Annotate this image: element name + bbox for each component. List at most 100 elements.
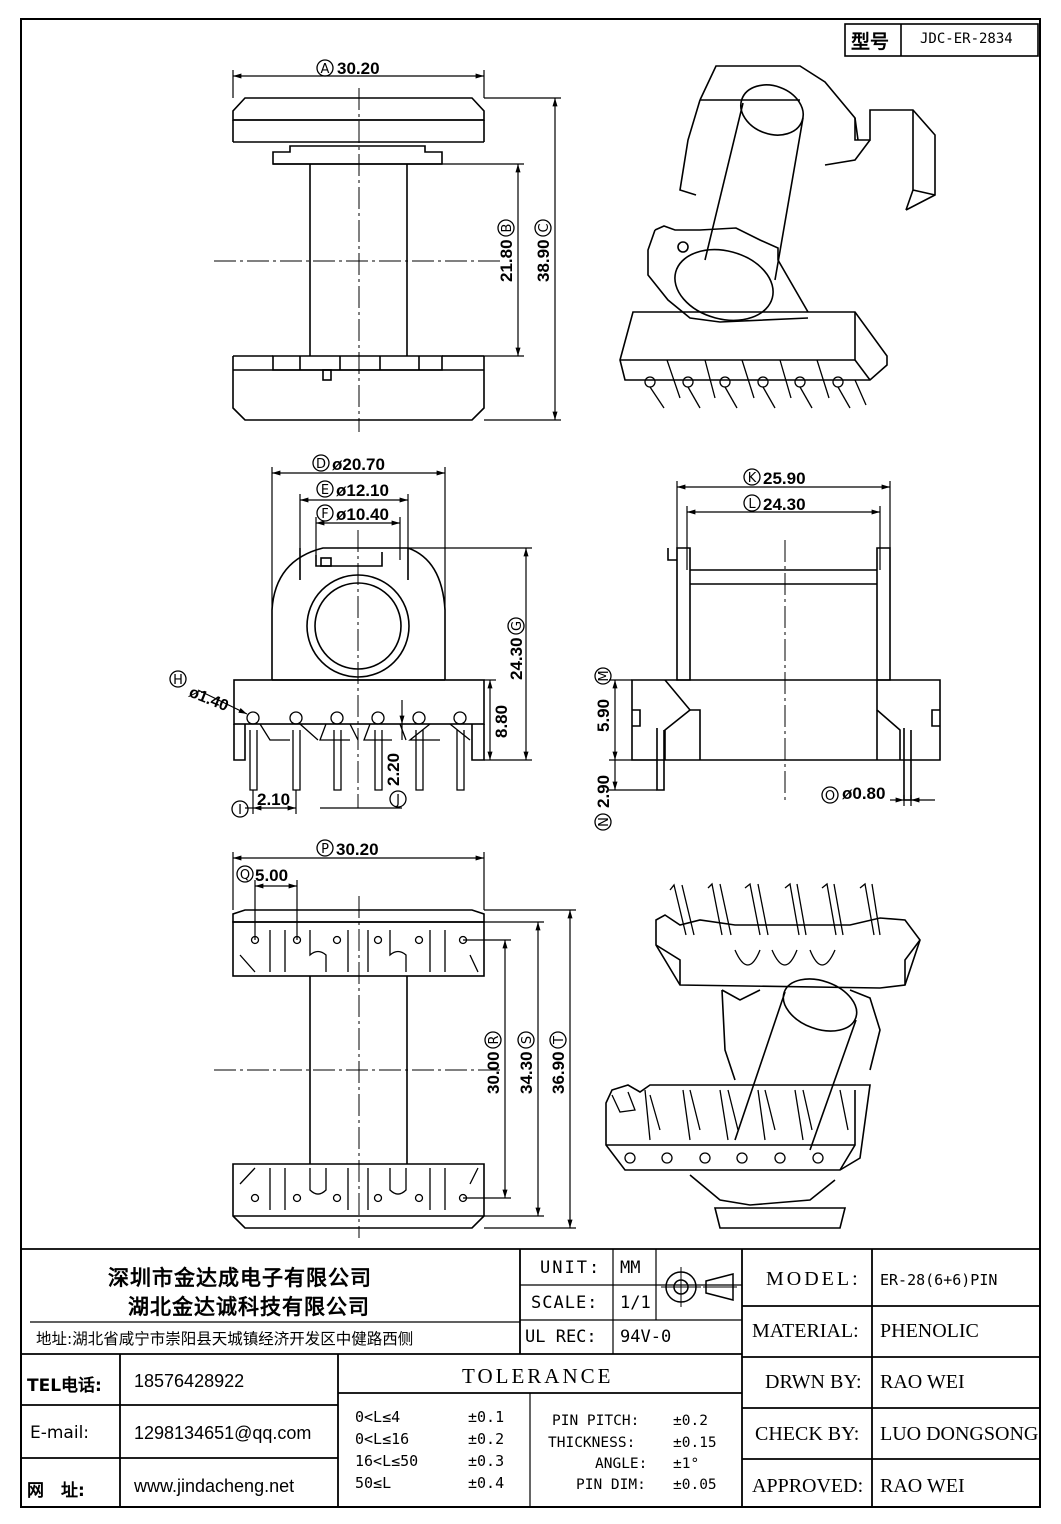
tol-value-2: ±0.2 — [468, 1430, 505, 1448]
top-view — [214, 88, 500, 432]
projection-symbol-icon — [661, 1267, 737, 1307]
ul-rec-label: UL REC: — [525, 1327, 597, 1347]
dims-front — [197, 467, 532, 814]
tol-range-2: 0<L≤16 — [355, 1430, 410, 1448]
check-by-value: LUO DONGSONG — [880, 1423, 1039, 1445]
dim-label-m: 5.90 M — [594, 667, 613, 732]
svg-text:D: D — [316, 457, 326, 472]
tol-range-1: 0<L≤4 — [355, 1408, 401, 1426]
dim-label-d: D ø20.70 — [312, 454, 385, 474]
dim-a — [232, 70, 485, 98]
dim-b-c — [442, 97, 561, 421]
company-name-1: 深圳市金达成电子有限公司 — [108, 1266, 372, 1290]
bottom-view — [214, 896, 500, 1238]
dim-label-n: 2.90 N — [594, 775, 613, 831]
svg-text:ø1.40: ø1.40 — [187, 684, 231, 715]
svg-text:34.30: 34.30 — [517, 1051, 536, 1094]
tel-label: TEL电话: — [27, 1376, 102, 1396]
approved-label: APPROVED: — [752, 1475, 864, 1497]
tol-range-3: 16<L≤50 — [355, 1452, 419, 1470]
dims-bottom — [232, 852, 576, 1229]
svg-text:K: K — [748, 471, 757, 486]
svg-text:21.80: 21.80 — [497, 239, 516, 282]
svg-text:ø20.70: ø20.70 — [332, 455, 385, 474]
tol-value-4: ±0.4 — [468, 1474, 505, 1492]
spec-value-1: ±0.2 — [673, 1413, 708, 1429]
dim-label-c: 38.90 C — [534, 219, 553, 282]
svg-text:J: J — [395, 793, 400, 808]
iso-view-bottom — [605, 882, 921, 1229]
material-value: PHENOLIC — [880, 1320, 979, 1342]
spec-name-3: ANGLE: — [595, 1456, 648, 1472]
dim-label-a: A 30.20 — [316, 59, 380, 78]
drawn-by-value: RAO WEI — [880, 1371, 965, 1393]
dim-label-r: 30.00 R — [484, 1031, 503, 1094]
svg-text:5.90: 5.90 — [594, 699, 613, 732]
dim-label-h: H ø1.40 — [169, 670, 231, 715]
dim-label-k: K 25.90 — [743, 468, 806, 488]
dim-label-l: L 24.30 — [743, 494, 806, 514]
dims-side — [609, 481, 935, 806]
svg-text:ø0.80: ø0.80 — [842, 784, 885, 803]
svg-text:O: O — [825, 789, 835, 804]
model-box-value: JDC-ER-2834 — [920, 31, 1013, 47]
website-value: www.jindacheng.net — [134, 1476, 295, 1496]
svg-text:25.90: 25.90 — [763, 469, 806, 488]
spec-value-2: ±0.15 — [673, 1435, 717, 1451]
scale-label: SCALE: — [531, 1293, 599, 1313]
svg-text:ø12.10: ø12.10 — [336, 481, 389, 500]
svg-text:36.90: 36.90 — [549, 1051, 568, 1094]
svg-text:E: E — [321, 483, 329, 498]
spec-name-4: PIN DIM: — [576, 1477, 646, 1493]
dim-label-g: 24.30 G — [507, 617, 526, 680]
dim-label-t: 36.90 T — [549, 1031, 568, 1094]
email-value: 1298134651@qq.com — [134, 1423, 312, 1443]
svg-text:C: C — [537, 223, 552, 232]
svg-text:30.20: 30.20 — [336, 840, 379, 859]
svg-text:24.30: 24.30 — [507, 637, 526, 680]
dim-label-b: 21.80 B — [497, 219, 516, 282]
svg-text:I: I — [238, 803, 242, 818]
spec-value-4: ±0.05 — [673, 1477, 717, 1493]
svg-text:38.90: 38.90 — [534, 239, 553, 282]
dim-label-s: 34.30 S — [517, 1031, 536, 1094]
side-view — [631, 540, 941, 801]
model-value: ER-28(6+6)PIN — [880, 1271, 998, 1289]
svg-text:2.10: 2.10 — [257, 790, 290, 809]
svg-text:30.20: 30.20 — [337, 59, 380, 78]
spec-name-2: THICKNESS: — [548, 1435, 636, 1451]
svg-text:A: A — [321, 62, 330, 77]
svg-text:B: B — [500, 224, 515, 233]
svg-text:S: S — [520, 1036, 535, 1044]
unit-value: MM — [620, 1258, 641, 1278]
svg-text:L: L — [748, 497, 756, 512]
company-name-2: 湖北金达诚科技有限公司 — [128, 1295, 370, 1319]
dim-label-i: I 2.10 — [231, 790, 290, 818]
iso-view-top — [619, 65, 936, 409]
svg-text:5.00: 5.00 — [255, 866, 288, 885]
svg-text:8.80: 8.80 — [492, 705, 511, 738]
tel-value: 18576428922 — [134, 1371, 245, 1391]
model-label: MODEL: — [766, 1268, 861, 1290]
dim-label-f: F ø10.40 — [316, 504, 389, 524]
svg-text:N: N — [597, 817, 612, 827]
svg-text:P: P — [321, 842, 329, 857]
dim-label-q: Q 5.00 — [236, 865, 288, 885]
spec-name-1: PIN PITCH: — [552, 1413, 640, 1429]
tol-value-3: ±0.3 — [468, 1452, 505, 1470]
svg-text:ø10.40: ø10.40 — [336, 505, 389, 524]
ul-rec-value: 94V-0 — [620, 1327, 672, 1347]
company-address: 地址:湖北省咸宁市崇阳县天城镇经济开发区中健路西侧 — [36, 1330, 414, 1348]
material-label: MATERIAL: — [752, 1320, 859, 1342]
website-label: 网 址: — [27, 1481, 85, 1501]
svg-text:30.00: 30.00 — [484, 1051, 503, 1094]
spec-value-3: ±1° — [673, 1456, 700, 1472]
approved-value: RAO WEI — [880, 1475, 965, 1497]
svg-text:Q: Q — [240, 868, 250, 883]
scale-value: 1/1 — [620, 1293, 651, 1313]
svg-text:T: T — [552, 1036, 567, 1045]
dim-label-j: 2.20 J — [384, 753, 407, 808]
svg-text:H: H — [173, 673, 183, 688]
front-view — [233, 530, 485, 808]
